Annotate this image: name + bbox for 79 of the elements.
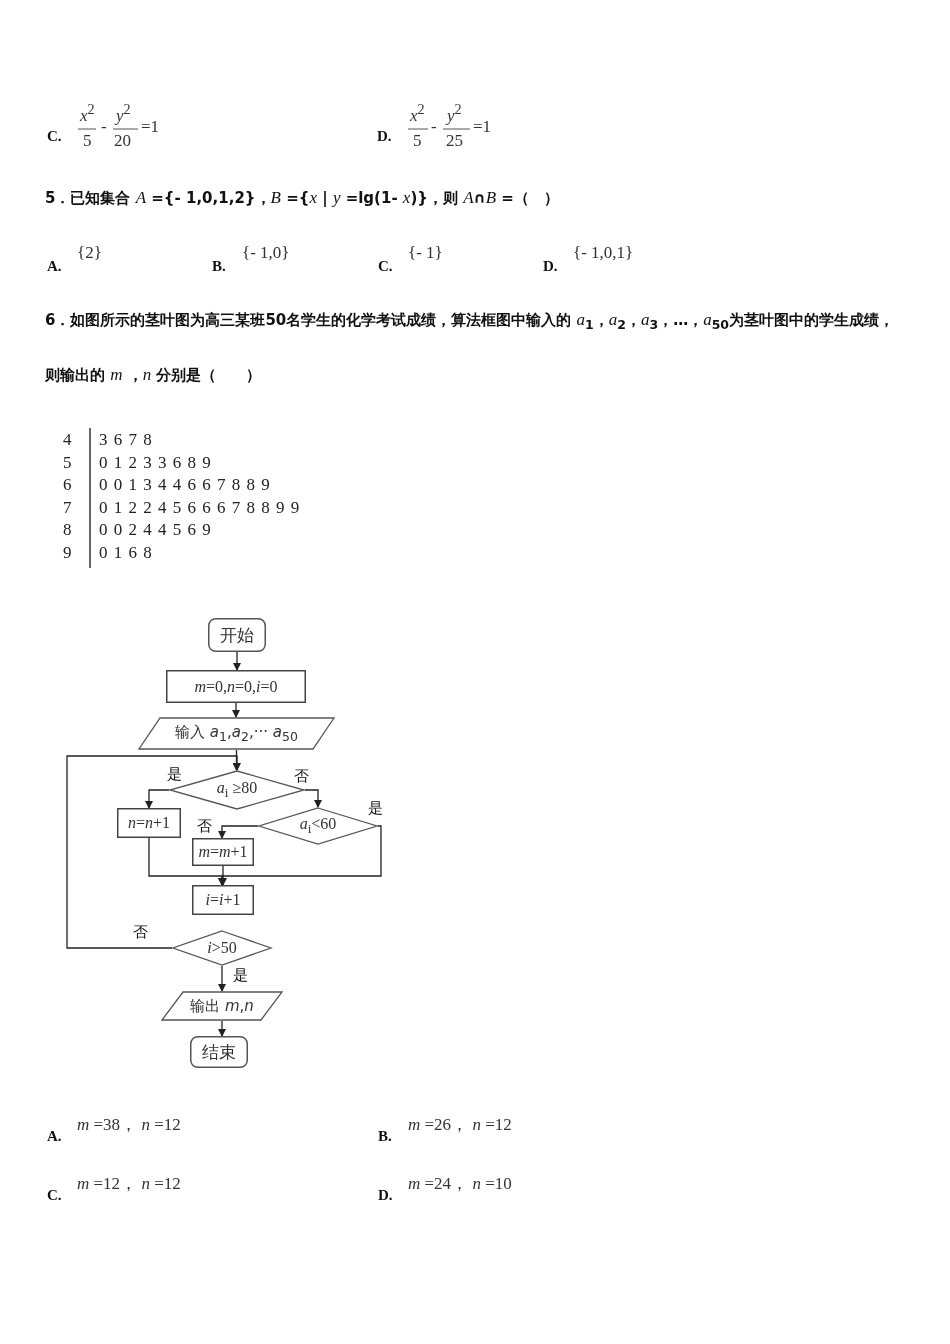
stem-leaf-value: 0 0 2 4 4 5 6 9 [99, 520, 211, 540]
stem-leaf-value: 0 1 6 8 [99, 543, 152, 563]
node-label: a$_{i}$<60 [299, 814, 337, 838]
math-expression: m =38， n =12 [77, 1114, 181, 1136]
node-label: 结束 [202, 1040, 236, 1064]
math-expression: {2} [77, 243, 102, 263]
node-label: n=n+1 [127, 814, 171, 832]
edge-label: 是 [166, 766, 183, 782]
math-expression: {- 1,0} [242, 243, 290, 263]
math-expression: x$^{2}$ [410, 101, 425, 126]
arrow [233, 651, 241, 671]
math-expression: =1 [473, 117, 492, 137]
stem-leaf-value: 8 [63, 520, 72, 540]
math-expression: m =12， n =12 [77, 1173, 181, 1195]
arrow [218, 825, 259, 839]
arrow [145, 789, 170, 809]
stem-leaf-value: 9 [63, 543, 72, 563]
edge-label: 是 [367, 800, 384, 816]
edge-label: 否 [132, 924, 149, 940]
option-letter: D. [543, 258, 558, 275]
math-expression: y$^{2}$ [116, 101, 131, 126]
stem-leaf-value: 0 0 1 3 4 4 6 6 7 8 8 9 [99, 475, 270, 495]
stem-leaf-value: 0 1 2 2 4 5 6 6 6 7 8 8 9 9 [99, 498, 300, 518]
io-parallelogram [161, 991, 283, 1021]
math-expression: - [431, 117, 437, 137]
node-label: 开始 [220, 623, 254, 647]
terminal-box [208, 618, 266, 652]
stem-leaf-value: 4 [63, 430, 72, 450]
option-letter: B. [378, 1128, 392, 1145]
decision-diamond [172, 930, 272, 966]
option-letter: C. [378, 258, 393, 275]
math-expression: 25 [446, 131, 463, 151]
option-letter: B. [212, 258, 226, 275]
math-expression: {- 1} [408, 243, 443, 263]
process-box [117, 808, 181, 838]
math-expression: y$^{2}$ [447, 101, 462, 126]
node-label: i=i+1 [205, 891, 241, 909]
math-expression: 5 [83, 131, 92, 151]
node-label: 输出 m,n [190, 996, 254, 1016]
process-box [192, 838, 254, 866]
arrow [304, 789, 322, 808]
arrow [218, 1020, 226, 1037]
question-text: 6．如图所示的茎叶图为高三某班50名学生的化学考试成绩，算法框图中输入的 a$_{1}$，a$_{2}$，a$_{3}$，…，a$_{50}$为茎叶图中的学生成绩，则输出的 m ，n 分别是（ ） [45, 309, 896, 386]
arrow [66, 755, 241, 949]
stem-leaf-value: 7 [63, 498, 72, 518]
math-expression: m =24， n =10 [408, 1173, 512, 1195]
option-letter: D. [378, 1187, 393, 1204]
node-label: 输入 a$_{1}$,a$_{2}$,··· a$_{50}$ [175, 723, 298, 744]
math-expression: - [101, 117, 107, 137]
process-box [192, 885, 254, 915]
math-expression: x$^{2}$ [80, 101, 95, 126]
arrow [219, 865, 227, 886]
option-letter: A. [47, 1128, 62, 1145]
stem-leaf-value: 0 1 2 3 3 6 8 9 [99, 453, 211, 473]
terminal-box [190, 1036, 248, 1068]
stem-leaf-value: 5 [63, 453, 72, 473]
math-expression: m =26， n =12 [408, 1114, 512, 1136]
option-letter: A. [47, 258, 62, 275]
question-text: 5．已知集合 A ={- 1,0,1,2}，B ={x | y =lg(1- x)}，则 A∩B =（ ） [45, 187, 560, 209]
node-label: m=m+1 [198, 843, 248, 861]
arrow [218, 965, 226, 992]
arrow [232, 702, 240, 718]
math-expression: 5 [413, 131, 422, 151]
process-box [166, 670, 306, 703]
stem-leaf-value: 6 [63, 475, 72, 495]
io-parallelogram [138, 717, 335, 750]
math-expression: 20 [114, 131, 131, 151]
edge-label: 是 [232, 967, 249, 983]
option-letter: C. [47, 1187, 62, 1204]
option-letter: C. [47, 128, 62, 145]
node-label: a$_{i}$ ≥80 [216, 778, 258, 802]
math-expression: {- 1,0,1} [573, 243, 634, 263]
node-label: i>50 [207, 939, 237, 957]
stem-leaf-value: 3 6 7 8 [99, 430, 152, 450]
edge-label: 否 [293, 768, 310, 784]
node-label: m=0,n=0,i=0 [194, 677, 278, 696]
edge-label: 否 [196, 818, 213, 834]
math-expression: =1 [141, 117, 160, 137]
option-letter: D. [377, 128, 392, 145]
